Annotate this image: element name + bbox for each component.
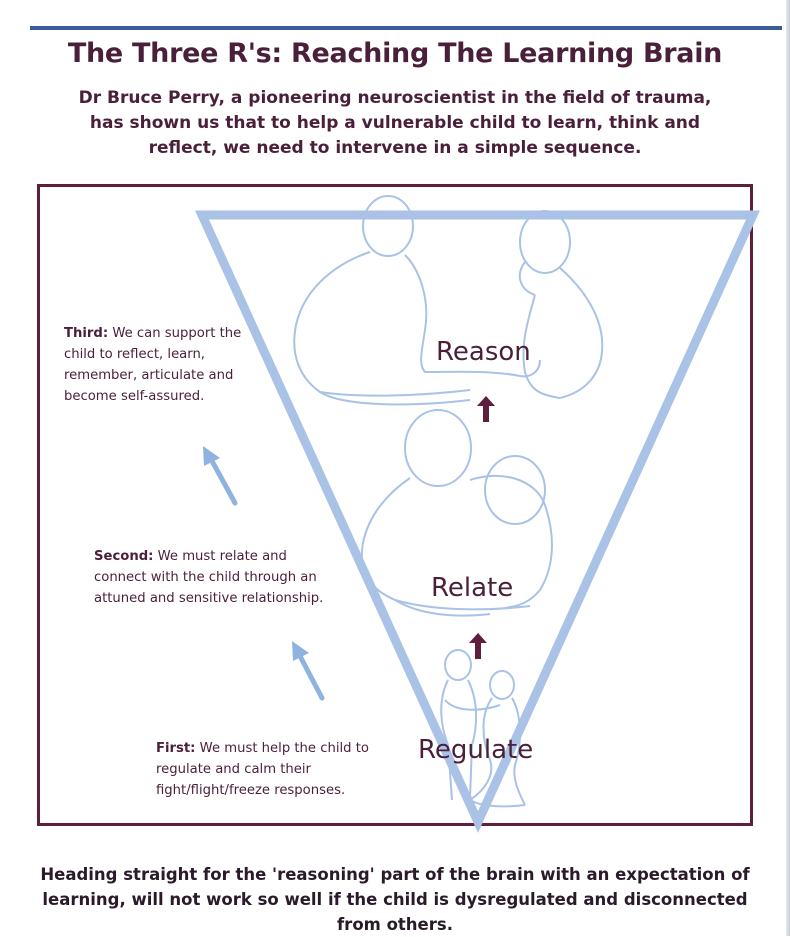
diagram-frame: [37, 184, 753, 826]
relate-figures-icon: [360, 409, 553, 617]
top-rule: [30, 26, 782, 30]
note-second-text: We must relate and connect with the chil…: [94, 549, 324, 606]
footer-note: Heading straight for the 'reasoning' par…: [40, 865, 750, 934]
note-second-lead: Second:: [94, 549, 154, 564]
note-third-lead: Third:: [64, 326, 109, 341]
stage-label-reason: Reason: [436, 337, 531, 367]
subtitle: Dr Bruce Perry, a pioneering neuroscient…: [78, 88, 712, 158]
up-arrow-icon: [469, 633, 487, 659]
up-arrow-icon: [477, 396, 495, 422]
stage-label-relate: Relate: [431, 573, 513, 603]
inverted-triangle: [195, 210, 760, 833]
note-first-text: We must help the child to regulate and c…: [156, 741, 369, 798]
diagonal-arrow-icon: [203, 446, 238, 506]
reason-figures-icon: [293, 195, 604, 406]
regulate-figures-icon: [440, 649, 526, 808]
diagonal-arrow-icon: [292, 641, 325, 701]
note-first: First: We must help the child to regulat…: [156, 738, 406, 801]
note-third-text: We can support the child to reflect, lea…: [64, 326, 242, 404]
stage-label-regulate: Regulate: [418, 735, 533, 765]
page-title: The Three R's: Reaching The Learning Bra…: [67, 38, 723, 69]
note-third: Third: We can support the child to refle…: [64, 323, 274, 407]
note-first-lead: First:: [156, 741, 196, 756]
note-second: Second: We must relate and connect with …: [94, 546, 324, 609]
page-edge-shadow: [786, 0, 790, 936]
